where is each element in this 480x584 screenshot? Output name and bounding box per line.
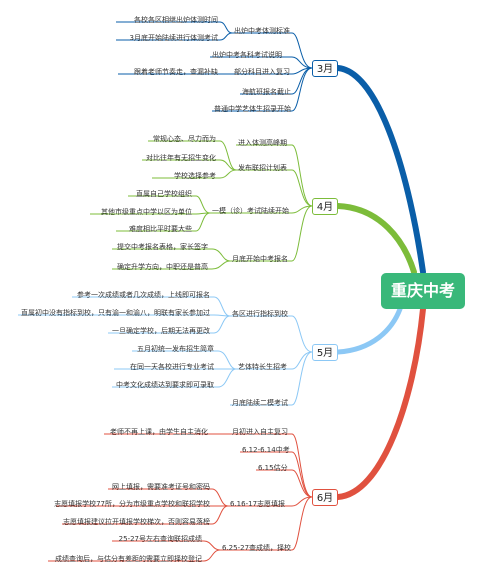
node-4m-b-1[interactable]: 常规心态、尽力而为 bbox=[153, 135, 216, 143]
connectors-5m bbox=[18, 296, 313, 406]
node-6m-e-1[interactable]: 25-27号左右查询联招成绩 bbox=[118, 535, 202, 543]
month-node-3m[interactable]: 3月 bbox=[312, 60, 338, 77]
node-5m-a-2[interactable]: 直属初中没有指标到校，只有渝一和渝八，明联有家长参加过 bbox=[21, 309, 210, 317]
node-6m-d-1[interactable]: 网上填报，需要准考证号和密码 bbox=[112, 483, 210, 491]
node-5m-a-3[interactable]: 一旦确定学校，后期无法再更改 bbox=[112, 327, 210, 335]
node-3m-c[interactable]: 部分科目进入复习 bbox=[234, 68, 290, 76]
node-5m-b-3[interactable]: 中考文化成绩达到要求即可录取 bbox=[116, 381, 214, 389]
month-node-5m[interactable]: 5月 bbox=[312, 344, 338, 361]
node-5m-b[interactable]: 艺体特长生招考 bbox=[238, 363, 287, 371]
node-4m-c-1[interactable]: 直属自己学校组织 bbox=[136, 190, 192, 198]
node-3m-b[interactable]: 出炉中考各科考试说明 bbox=[212, 51, 282, 59]
branch-main-6m bbox=[335, 306, 426, 500]
node-6m-e-2[interactable]: 成绩查询后，与估分有差距的需要立即择校登记 bbox=[55, 555, 202, 563]
month-node-4m[interactable]: 4月 bbox=[312, 198, 338, 215]
branch-main-4m bbox=[335, 203, 417, 275]
node-4m-c-2[interactable]: 其他市级重点中学以区为单位 bbox=[101, 208, 192, 216]
node-4m-c[interactable]: 一模（诊）考试陆续开始 bbox=[212, 207, 289, 215]
node-4m-d-1[interactable]: 提交中考报名表格，家长签字 bbox=[117, 243, 208, 251]
root-node[interactable]: 重庆中考 bbox=[381, 273, 465, 309]
node-3m-d[interactable]: 海航班报名截止 bbox=[242, 88, 291, 96]
node-4m-b-3[interactable]: 学校选择参考 bbox=[174, 172, 216, 180]
connectors-6m bbox=[48, 433, 313, 562]
branch-main-5m bbox=[335, 306, 403, 355]
node-4m-d[interactable]: 月底开始中考报名 bbox=[232, 255, 288, 263]
connectors-4m bbox=[90, 140, 313, 270]
node-4m-a[interactable]: 进入体测高峰期 bbox=[238, 139, 287, 147]
node-6m-a[interactable]: 月初进入自主复习 bbox=[232, 428, 288, 436]
node-3m-a-1[interactable]: 各校各区相继出炉体测时间 bbox=[134, 16, 218, 24]
connectors-3m bbox=[116, 21, 313, 112]
node-6m-d[interactable]: 6.16-17志愿填报 bbox=[230, 500, 286, 508]
node-4m-b[interactable]: 发布联招计划表 bbox=[238, 164, 287, 172]
node-6m-e[interactable]: 6.25-27查成绩，择校 bbox=[222, 544, 292, 552]
node-5m-a[interactable]: 各区进行指标到校 bbox=[232, 310, 288, 318]
node-3m-a-2[interactable]: 3月底开始陆续进行体测考试 bbox=[129, 34, 218, 42]
node-4m-d-2[interactable]: 确定升学方向，中职还是普高 bbox=[117, 263, 208, 271]
node-3m-c-1[interactable]: 跟着老师节奏走，查漏补缺 bbox=[134, 68, 218, 76]
node-3m-e[interactable]: 普通中学艺体生招录开始 bbox=[214, 105, 291, 113]
node-5m-b-1[interactable]: 五月初统一发布招生简章 bbox=[137, 345, 214, 353]
month-node-6m[interactable]: 6月 bbox=[312, 489, 338, 506]
node-3m-a[interactable]: 出炉中考体测标准 bbox=[234, 27, 290, 35]
node-4m-b-2[interactable]: 对比往年有无招生变化 bbox=[146, 154, 216, 162]
node-6m-c[interactable]: 6.15估分 bbox=[258, 464, 288, 472]
node-6m-d-3[interactable]: 志愿填报建议拉开填报学校梯次，否则容易落榜 bbox=[63, 518, 210, 526]
node-4m-c-3[interactable]: 难度相比平时要大些 bbox=[129, 225, 192, 233]
node-5m-a-1[interactable]: 参考一次成绩或者几次成绩，上线即可报名 bbox=[77, 291, 210, 299]
node-6m-d-2[interactable]: 志愿填报学校77所，分为市级重点学校和联招学校 bbox=[54, 500, 210, 508]
node-5m-b-2[interactable]: 在同一天各校进行专业考试 bbox=[130, 363, 214, 371]
branch-main-3m bbox=[335, 65, 426, 275]
node-6m-a-1[interactable]: 老师不再上课，由学生自主消化 bbox=[110, 428, 208, 436]
node-5m-c[interactable]: 月底陆续二模考试 bbox=[232, 399, 288, 407]
node-6m-b[interactable]: 6.12-6.14中考 bbox=[242, 446, 290, 454]
